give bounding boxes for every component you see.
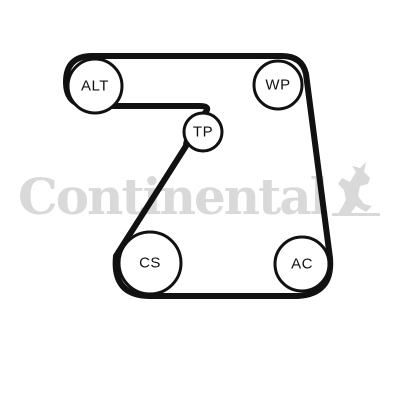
alternator-pulley: ALT <box>66 57 124 115</box>
crankshaft-pulley: CS <box>117 230 183 296</box>
ac-compressor-pulley: AC <box>273 235 331 293</box>
tensioner-pulley: TP <box>182 111 224 153</box>
continental-watermark-text: Continental <box>18 167 328 226</box>
pulley-label-alt: ALT <box>81 78 109 95</box>
continental-watermark: Continental <box>18 162 380 226</box>
pulley-label-tp: TP <box>193 124 213 141</box>
continental-horse-logo-icon <box>332 162 380 216</box>
pulley-label-wp: WP <box>265 77 290 94</box>
water-pump-pulley: WP <box>252 59 304 111</box>
pulley-label-ac: AC <box>291 256 313 273</box>
pulley-label-cs: CS <box>139 255 161 272</box>
